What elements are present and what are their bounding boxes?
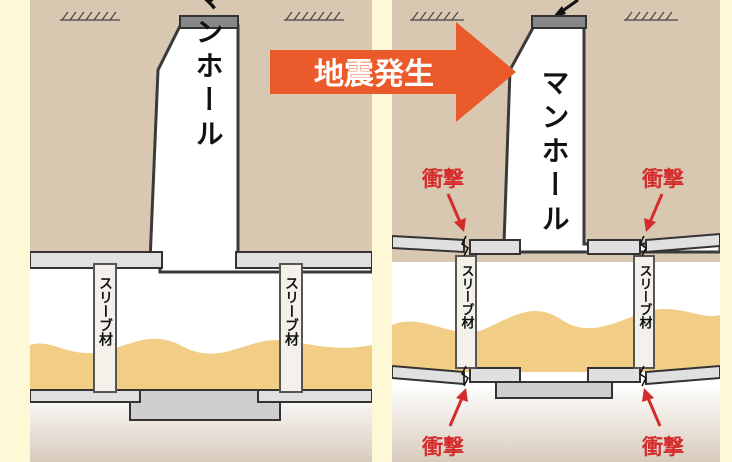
impact-label-bottom-right: 衝撃 [641, 435, 684, 459]
sleeve-right [633, 255, 655, 369]
manhole-cover [179, 15, 239, 29]
crack-bottom-left [461, 365, 469, 387]
lower-pipe-wall-left [30, 389, 141, 403]
lower-pipe-wall-left-broken [392, 364, 465, 386]
banner-arrow-shape [270, 22, 516, 122]
sleeve-left [455, 255, 477, 369]
upper-pipe-wall-left-inner [469, 239, 521, 255]
ground-hatch [410, 11, 678, 21]
impact-label-bottom-left: 衝撃 [421, 435, 464, 459]
impact-label-top-left: 衝撃 [421, 167, 464, 191]
sleeve-left-label: スリーブ材 [97, 276, 113, 347]
manhole-label: マンホール [192, 0, 225, 153]
upper-pipe-wall-right-inner [587, 239, 641, 255]
upper-pipe-wall-right [235, 251, 372, 269]
sleeve-left [93, 263, 117, 393]
lower-pipe-wall-right [257, 389, 372, 403]
sleeve-left-label: スリーブ材 [459, 264, 475, 330]
sleeve-right-label: スリーブ材 [283, 276, 299, 347]
manhole-cover [531, 15, 587, 29]
manhole-base [495, 381, 613, 399]
crack-top-right [639, 235, 647, 257]
sleeve-right [279, 263, 303, 393]
manhole-shaft [502, 24, 720, 254]
crack-bottom-right [639, 365, 647, 387]
manhole-shaft [148, 24, 372, 274]
lower-pipe-wall-right-inner [587, 367, 641, 383]
lower-pipe-wall-right-broken [645, 364, 720, 386]
earthquake-banner: 地震発生 [270, 22, 516, 122]
impact-label-top-right: 衝撃 [641, 167, 684, 191]
sleeve-right-label: スリーブ材 [637, 264, 653, 330]
crack-top-left [461, 235, 469, 257]
manhole-base [129, 389, 281, 421]
banner-label: 地震発生 [314, 57, 434, 92]
before-earthquake-panel: マンホール スリーブ材 スリーブ材 [30, 0, 372, 462]
after-earthquake-panel: マンホール スリーブ材 スリーブ材 衝撃 衝撃 衝撃 衝撃 [392, 0, 720, 462]
impact-arrows [446, 193, 664, 427]
upper-pipe-wall-left [30, 251, 163, 269]
ground-hatch-left [60, 11, 344, 21]
upper-pipe-wall-left-broken [392, 234, 465, 254]
lower-pipe-wall-left-inner [469, 367, 521, 383]
manhole-label: マンホール [538, 68, 571, 238]
